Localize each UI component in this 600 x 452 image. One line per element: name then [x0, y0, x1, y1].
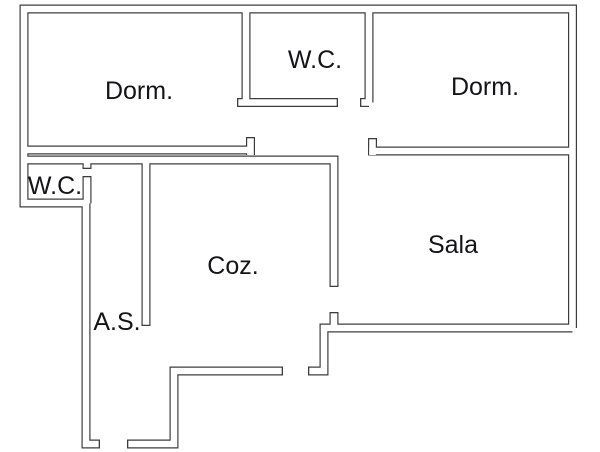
room-label-wc-top: W.C. [288, 46, 342, 74]
room-label-sala: Sala [428, 231, 478, 259]
walls-layer [19, 4, 577, 449]
wall-core-outer-top-left-entry [20, 5, 576, 448]
room-label-as: A.S. [93, 308, 140, 336]
labels-layer: Dorm. W.C. Dorm. W.C. Coz. A.S. Sala [28, 46, 519, 336]
room-label-coz: Coz. [207, 252, 258, 280]
room-label-wc-left: W.C. [28, 172, 82, 200]
wall-core-vestibule-and-sala-bottom [309, 324, 573, 375]
wall-core-entry-right-and-corridor [128, 367, 282, 448]
wall-core-coz-top-and-right-wall [24, 156, 338, 286]
room-label-dorm-right: Dorm. [451, 73, 519, 101]
room-label-dorm-left: Dorm. [105, 77, 173, 105]
